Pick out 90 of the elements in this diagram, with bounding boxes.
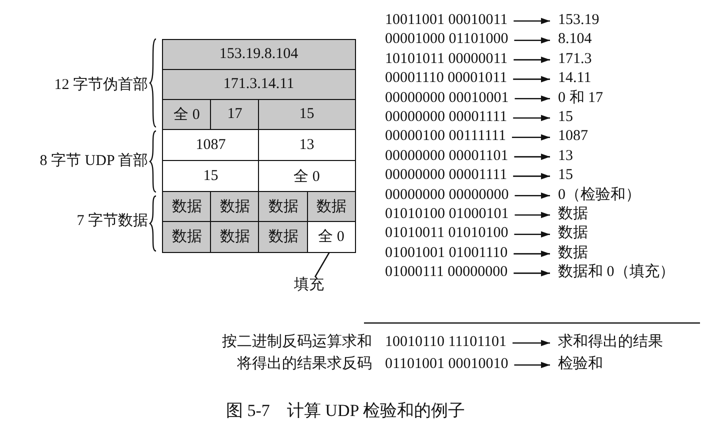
binary-value: 00000000 00001111 [385,108,508,126]
table-cell [162,160,260,192]
result-value: 0（检验和） [558,186,640,204]
binary-value: 10011001 00010011 [385,11,508,29]
leader-line [314,252,330,278]
arrow [514,270,550,276]
arrow [514,250,550,257]
result-value: 8.104 [558,30,592,48]
binary-value: 00000000 00001111 [385,166,508,184]
binary-value: 01101001 00010010 [385,355,508,373]
binary-value: 10010110 11101101 [385,333,507,351]
arrow [512,134,550,141]
binary-value: 10101011 00000011 [385,50,508,68]
cell-text: 数据 [172,198,202,216]
result-value: 求和得出的结果 [558,333,663,351]
arrow [512,340,550,346]
step-label: 按二进制反码运算求和 [222,333,372,351]
binary-value: 01010100 01000101 [385,205,509,223]
cell-text: 数据 [172,228,202,246]
brace-label: 12 字节伪首部 [54,76,148,94]
table-cell [162,129,260,162]
table-cell [162,221,212,252]
table-cell [258,191,308,222]
table-cell [258,99,356,130]
table-cell [162,99,212,130]
arrow [514,362,550,368]
table-cell [307,191,356,222]
figure-caption: 图 5-7 计算 UDP 检验和的例子 [226,402,465,420]
cell-text: 17 [227,106,242,124]
binary-value: 01001001 01001110 [385,244,508,262]
result-value: 数据 [558,224,588,242]
result-value: 13 [558,146,573,165]
cell-text: 153.19.8.104 [219,46,298,64]
cell-text: 数据 [220,228,250,246]
binary-value: 00000000 00000000 [385,186,509,204]
cell-text: 数据 [220,198,250,216]
arrow [514,95,550,102]
binary-value: 00001110 00001011 [385,69,508,88]
binary-value: 00000100 00111111 [385,127,506,146]
cell-text: 15 [299,106,314,124]
table-cell [162,191,212,222]
table-cell [210,99,260,130]
table-cell [258,160,356,192]
cell-text: 171.3.14.11 [223,76,294,94]
binary-value: 00000000 00001101 [385,146,508,165]
cell-text: 全 0 [294,168,320,186]
table-cell [307,221,356,252]
cell-text: 13 [299,136,314,154]
brace-label: 7 字节数据 [76,212,148,230]
table-cell [162,39,356,70]
callout-text: 填充 [294,276,324,294]
binary-value: 01010011 01010100 [385,224,508,242]
cell-text: 15 [203,168,218,185]
arrow [514,154,550,160]
result-value: 14.11 [558,69,592,88]
cell-text: 数据 [268,198,298,216]
cell-text: 全 0 [318,228,344,246]
result-value: 1087 [558,127,588,146]
arrow [514,37,550,44]
result-value: 数据 [558,205,588,223]
binary-value: 01000111 00000000 [385,263,508,282]
table-cell [210,191,260,222]
arrow [513,76,550,82]
result-value: 153.19 [558,11,600,29]
binary-value: 00001000 01101000 [385,30,508,48]
cell-text: 1087 [196,136,226,154]
brace-label: 8 字节 UDP 首部 [40,152,148,170]
arrow [514,231,550,238]
result-value: 15 [558,108,573,126]
result-value: 15 [558,166,573,184]
arrow [513,173,550,180]
result-value: 数据和 0（填充） [558,263,674,282]
cell-text: 数据 [316,198,346,216]
table-cell [210,221,260,252]
table-cell [258,221,308,252]
arrow [514,192,550,199]
arrow [514,212,550,218]
table-cell [162,69,356,100]
result-value: 0 和 17 [558,88,603,107]
cell-text: 数据 [268,228,298,246]
step-label: 将得出的结果求反码 [237,355,372,373]
result-value: 数据 [558,244,588,262]
result-value: 171.3 [558,50,592,68]
arrow [513,114,550,122]
arrow [514,56,550,63]
table-cell [258,129,356,162]
result-value: 检验和 [558,355,603,373]
arrow [514,18,550,24]
cell-text: 全 0 [174,106,200,124]
binary-value: 00000000 00010001 [385,88,509,107]
